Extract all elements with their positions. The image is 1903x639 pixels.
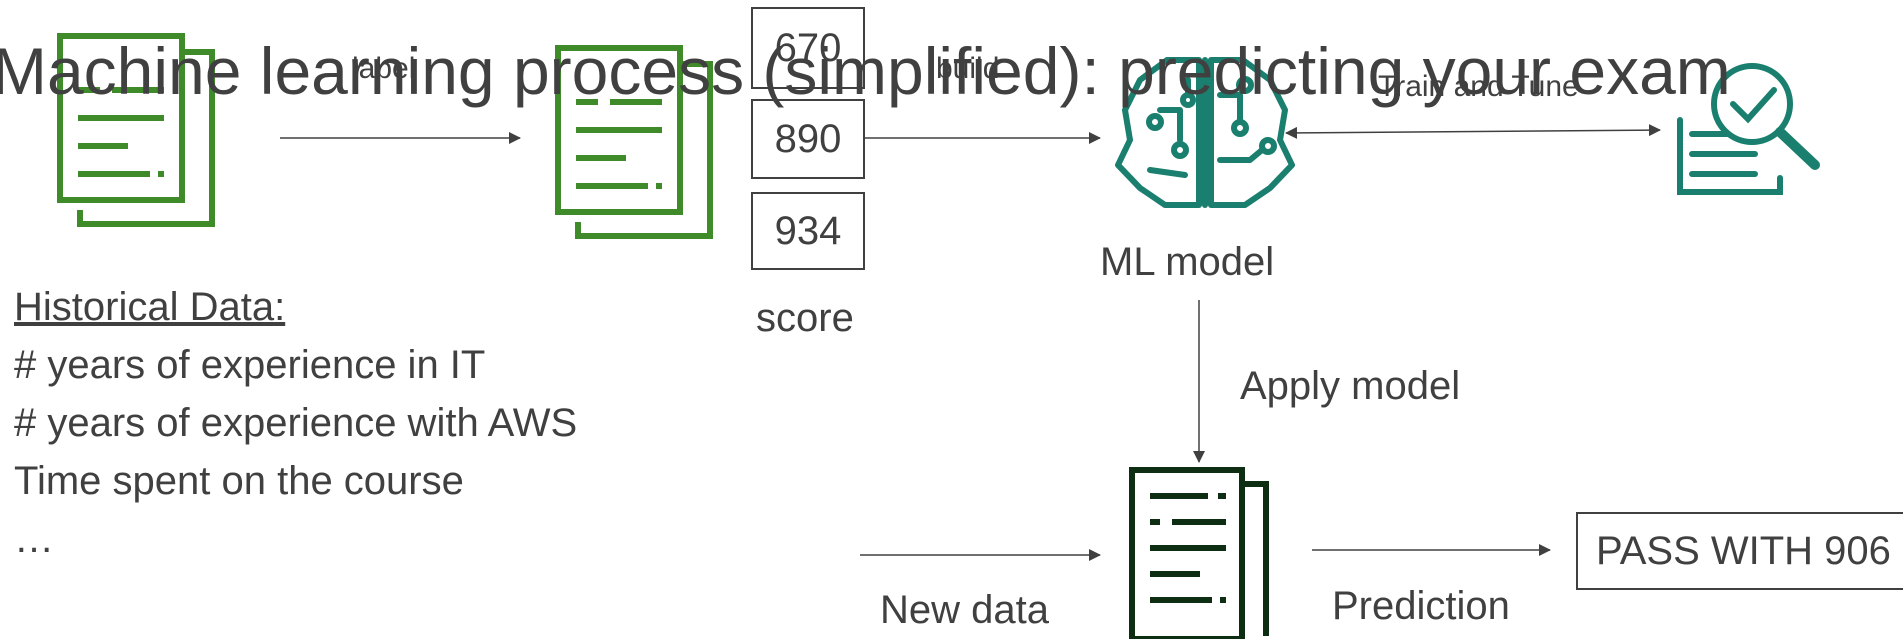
score-box-3: 934 <box>751 192 865 270</box>
list-item: # years of experience with AWS <box>14 401 578 445</box>
prediction-label: Prediction <box>1332 584 1510 628</box>
score-caption: score <box>756 296 854 340</box>
new-document-icon <box>1129 467 1269 639</box>
list-item: … <box>14 517 54 561</box>
score-box-2: 890 <box>751 99 865 179</box>
train-tune-arrow-text: Train and Tune <box>1378 70 1579 103</box>
document-search-check-icon <box>1677 63 1820 195</box>
slide-title: Machine learning process (simplified): p… <box>0 34 1731 108</box>
apply-model-label: Apply model <box>1240 364 1461 408</box>
prediction-result-box: PASS WITH 906 <box>1576 512 1903 590</box>
score-box-1: 670 <box>751 7 865 89</box>
arrow-train-tune <box>1285 124 1661 139</box>
build-arrow-text: build <box>936 52 1000 85</box>
list-item: # years of experience in IT <box>14 343 486 387</box>
new-data-label: New data <box>880 588 1049 632</box>
label-arrow-text: label <box>352 52 416 85</box>
historical-data-list: Historical Data: # years of experience i… <box>14 278 577 568</box>
labeled-document-icon <box>555 45 713 239</box>
ml-model-label: ML model <box>1100 240 1275 284</box>
historical-data-heading: Historical Data: <box>14 285 286 329</box>
list-item: Time spent on the course <box>14 459 464 503</box>
document-stack-icon <box>57 33 215 227</box>
brain-circuit-icon <box>1115 57 1295 208</box>
